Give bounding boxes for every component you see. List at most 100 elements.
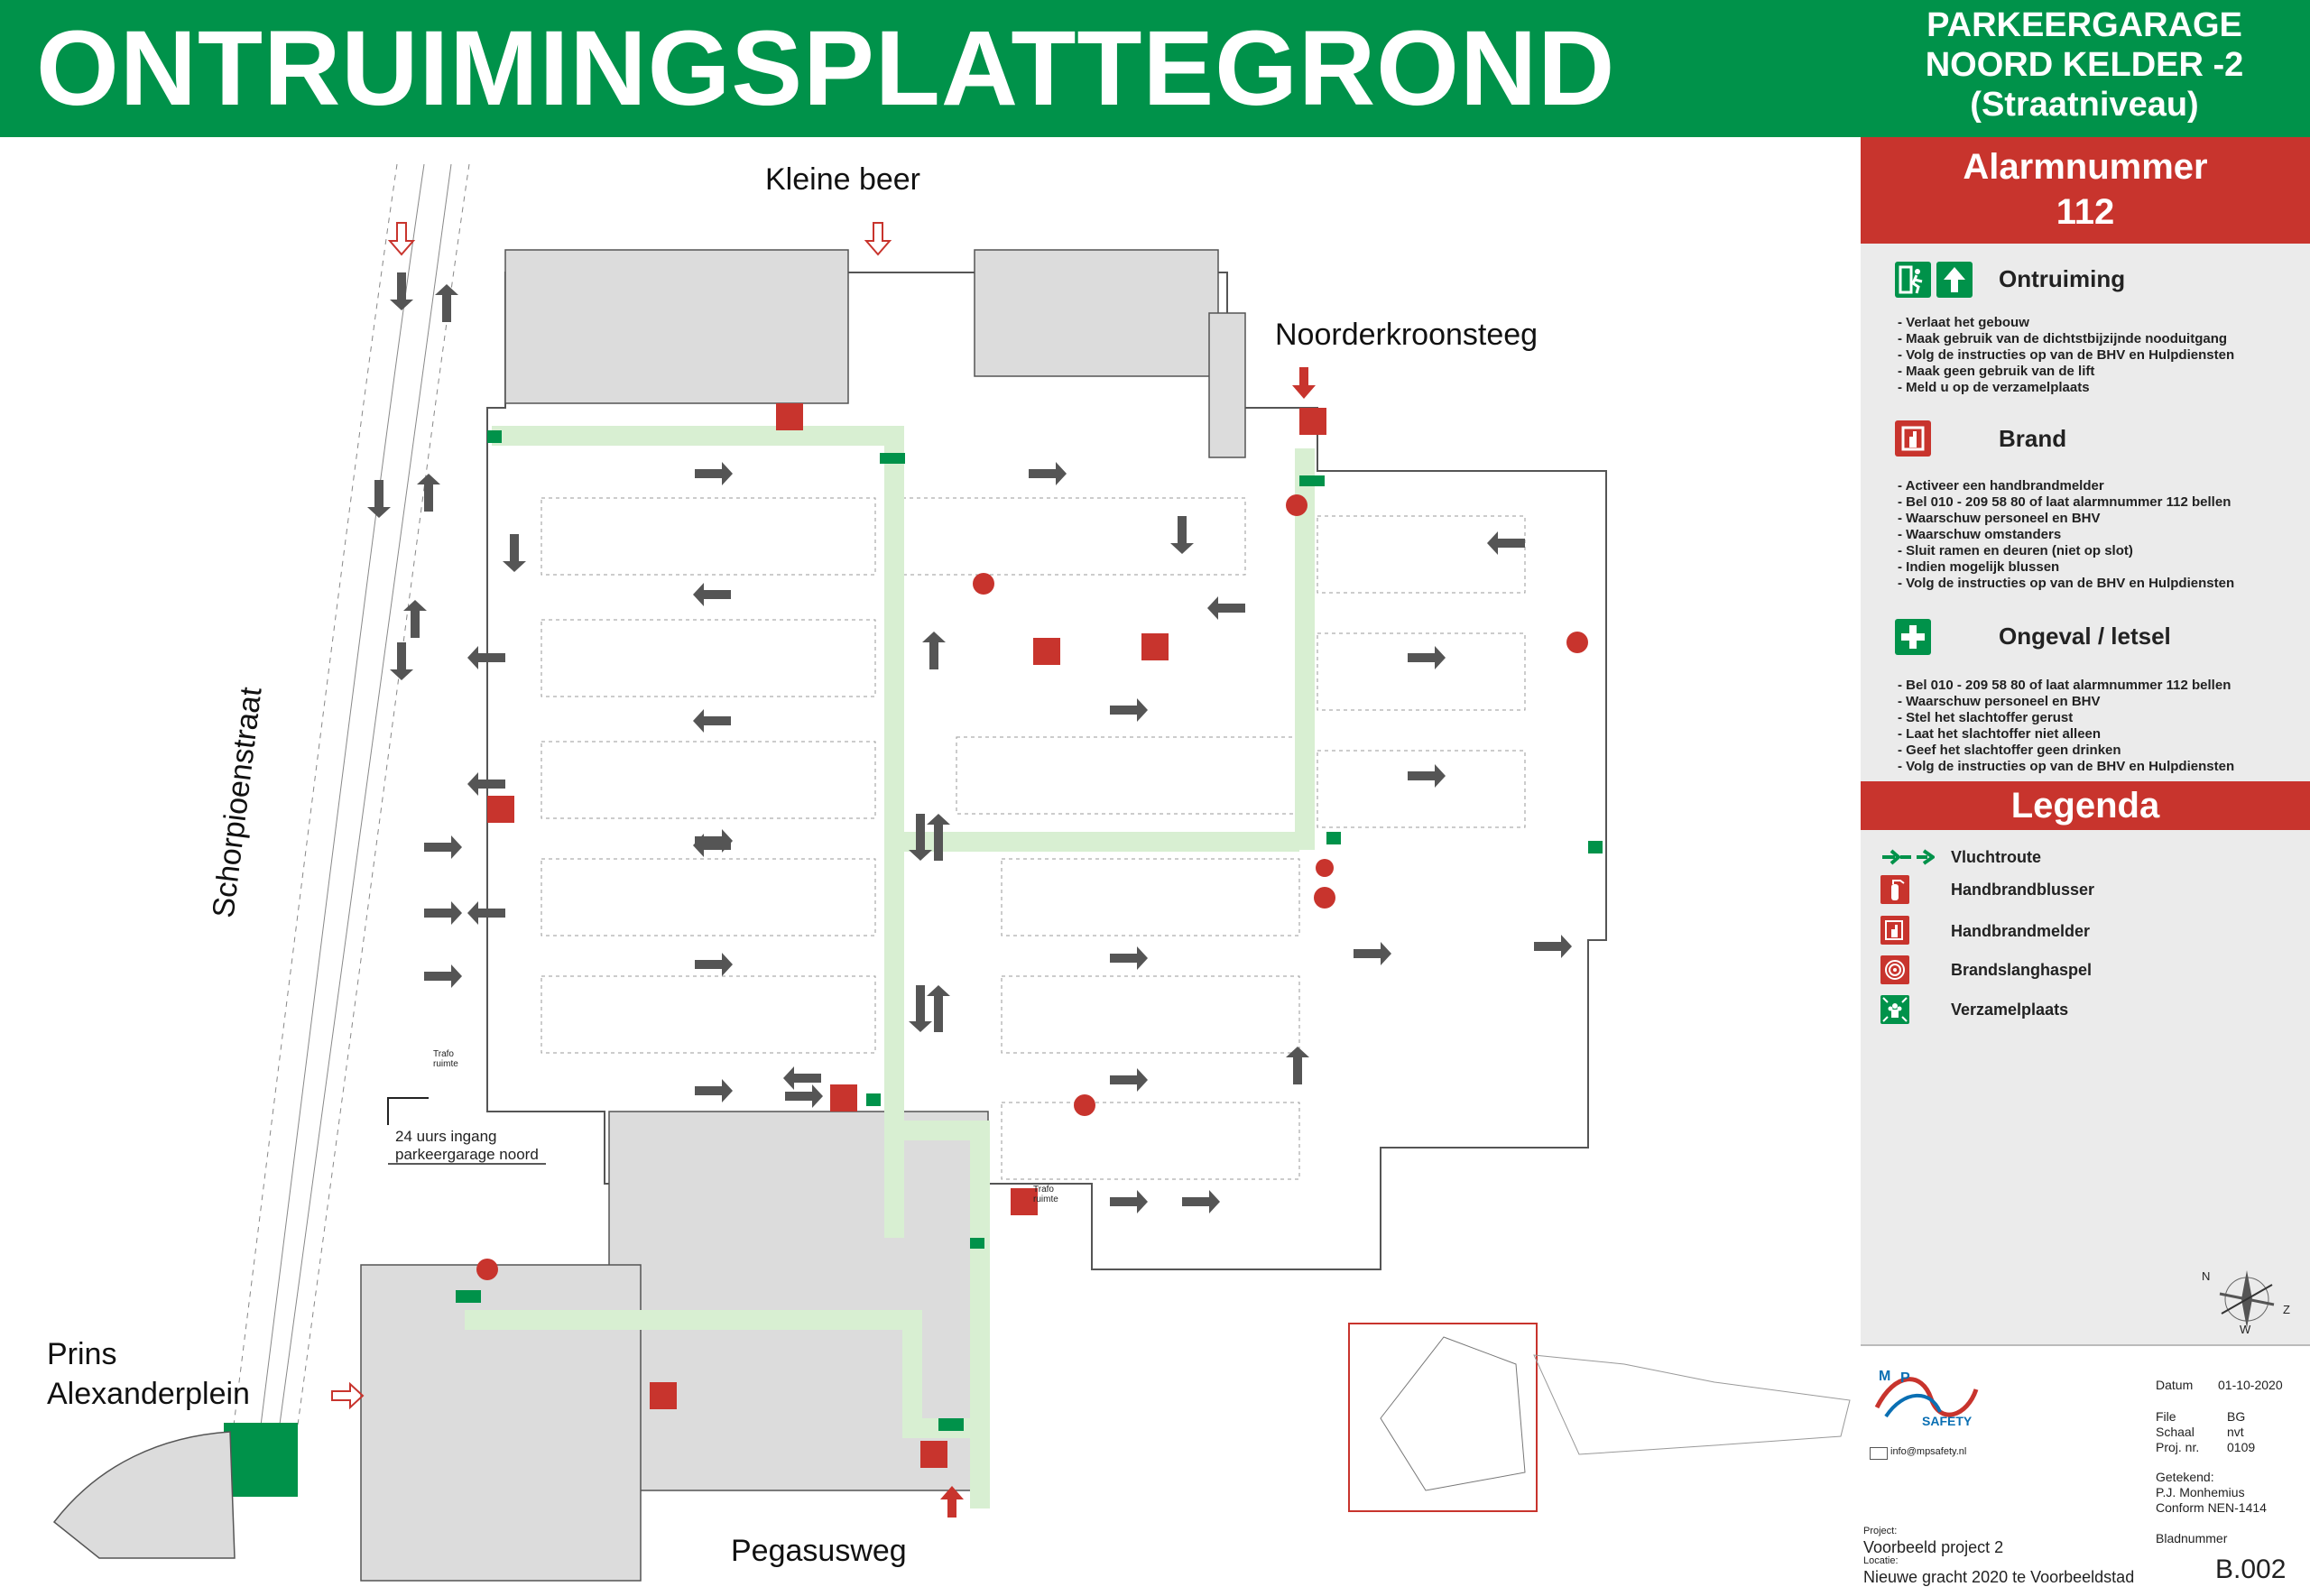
header-bar: ONTRUIMINGSPLATTEGROND PARKEERGARAGE NOO… <box>0 0 2310 137</box>
section-list-brand: - Activeer een handbrandmelder - Bel 010… <box>1898 478 2234 592</box>
overview-outline <box>1380 1336 1526 1491</box>
list-item: - Waarschuw personeel en BHV <box>1898 694 2101 709</box>
escape-route-icon <box>1880 848 1936 871</box>
list-item: - Volg de instructies op van de BHV en H… <box>1898 759 2235 774</box>
trafo-label-east: Trafo ruimte <box>1033 1185 1058 1204</box>
list-item: - Bel 010 - 209 58 80 of laat alarmnumme… <box>1898 678 2231 693</box>
section-title-ontruiming: Ontruiming <box>1999 265 2126 292</box>
file-label: File <box>2156 1409 2176 1424</box>
fire-alarm-icon <box>1895 420 1931 457</box>
section-list-ongeval: - Bel 010 - 209 58 80 of laat alarmnumme… <box>1898 678 2234 775</box>
overview-inset <box>1348 1323 1538 1512</box>
fire-hose-reel-icon <box>1880 955 1909 984</box>
legend-label-verzamelplaats: Verzamelplaats <box>1951 1001 2069 1019</box>
entrance-label-line1: 24 uurs ingang <box>395 1128 497 1145</box>
compass-n: N <box>2202 1269 2211 1283</box>
legend-label-handbrandmelder: Handbrandmelder <box>1951 922 2091 940</box>
street-kleine-beer: Kleine beer <box>765 162 921 197</box>
list-item: - Maak geen gebruik van de lift <box>1898 364 2095 379</box>
datum-value: 01-10-2020 <box>2218 1378 2283 1392</box>
list-item: - Verlaat het gebouw <box>1898 315 2029 330</box>
list-item: - Geef het slachtoffer geen drinken <box>1898 743 2121 758</box>
list-item: - Laat het slachtoffer niet alleen <box>1898 726 2102 742</box>
blad-label: Bladnummer <box>2156 1531 2228 1545</box>
list-item: - Maak gebruik van de dichtstbijzijnde n… <box>1898 331 2228 346</box>
title-block <box>1861 1344 2310 1596</box>
street-pegasusweg: Pegasusweg <box>731 1534 907 1568</box>
entrance-pointer <box>387 1097 429 1125</box>
plaza-shape <box>52 1431 236 1559</box>
building-block-north-east <box>974 249 1219 377</box>
proj-label: Proj. nr. <box>2156 1440 2200 1454</box>
mp-safety-logo: M P SAFETY <box>1868 1362 1994 1439</box>
getekend-name: P.J. Monhemius <box>2156 1485 2245 1499</box>
section-title-ongeval: Ongeval / letsel <box>1999 623 2171 650</box>
compass-icon <box>2202 1254 2292 1349</box>
list-item: - Bel 010 - 209 58 80 of laat alarmnumme… <box>1898 494 2231 510</box>
getekend-label: Getekend: <box>2156 1470 2214 1484</box>
list-item: - Waarschuw personeel en BHV <box>1898 511 2101 526</box>
first-aid-icon <box>1895 619 1931 655</box>
schaal-label: Schaal <box>2156 1425 2194 1439</box>
emergency-exit-icon <box>1895 262 1931 298</box>
section-list-ontruiming: - Verlaat het gebouw - Maak gebruik van … <box>1898 315 2234 396</box>
blad-value: B.002 <box>2215 1554 2287 1584</box>
assembly-point-icon <box>224 1423 298 1497</box>
traffic-arrows <box>367 272 1572 1213</box>
locatie-value: Nieuwe gracht 2020 te Voorbeeldstad <box>1863 1568 2135 1586</box>
mail-icon <box>1870 1447 1888 1460</box>
arrow-up-icon <box>1936 262 1973 298</box>
street-prins-line2: Alexanderplein <box>47 1377 250 1411</box>
compass-z: Z <box>2283 1303 2290 1316</box>
page-title: ONTRUIMINGSPLATTEGROND <box>36 9 1616 128</box>
svg-text:SAFETY: SAFETY <box>1922 1414 1973 1428</box>
overview-outline-east <box>1533 1354 1851 1455</box>
proj-value: 0109 <box>2227 1440 2256 1454</box>
entrance-label-line2: parkeergarage noord <box>395 1146 539 1163</box>
datum-label: Datum <box>2156 1378 2194 1392</box>
file-value: BG <box>2227 1409 2246 1424</box>
email-text: info@mpsafety.nl <box>1890 1446 1967 1457</box>
legenda-title: Legenda <box>1861 781 2310 830</box>
list-item: - Waarschuw omstanders <box>1898 527 2062 542</box>
floor-plan-map <box>52 163 1851 1582</box>
street-noorderkroonsteeg: Noorderkroonsteeg <box>1275 318 1538 352</box>
building-block-east <box>1208 312 1246 458</box>
entrance-arrows-solid <box>940 367 1316 1518</box>
entrance-arrows <box>331 222 892 1410</box>
fire-alarm-icon <box>1880 916 1909 945</box>
garage-outline <box>486 272 1607 1270</box>
page-subtitle: PARKEERGARAGE NOORD KELDER -2 (Straatniv… <box>1859 5 2310 125</box>
list-item: - Indien mogelijk blussen <box>1898 559 2060 575</box>
subtitle-line-2: NOORD KELDER -2 <box>1925 46 2244 84</box>
compass-w: W <box>2240 1323 2251 1336</box>
legend-label-vluchtroute: Vluchtroute <box>1951 848 2042 866</box>
svg-text:P: P <box>1900 1370 1910 1386</box>
alarm-number: 112 <box>2056 192 2115 232</box>
list-item: - Meld u op de verzamelplaats <box>1898 380 2090 395</box>
fire-equipment-markers <box>476 403 1588 1468</box>
alarm-panel: Alarmnummer 112 <box>1861 137 2310 244</box>
assembly-point-icon <box>1880 995 1909 1024</box>
list-item: - Sluit ramen en deuren (niet op slot) <box>1898 543 2133 558</box>
street-prins-line1: Prins <box>47 1337 117 1371</box>
legend-label-brandslanghaspel: Brandslanghaspel <box>1951 961 2093 979</box>
alarm-label: Alarmnummer <box>1963 147 2208 187</box>
svg-text:M: M <box>1879 1369 1890 1384</box>
parking-rows <box>541 497 1526 1180</box>
subtitle-line-3: (Straatniveau) <box>1970 86 2199 124</box>
subtitle-line-1: PARKEERGARAGE <box>1927 6 2242 44</box>
building-block-north-west <box>504 249 849 404</box>
schaal-value: nvt <box>2227 1425 2244 1439</box>
legend-label-handbrandblusser: Handbrandblusser <box>1951 881 2095 899</box>
project-value: Voorbeeld project 2 <box>1863 1538 2004 1556</box>
emergency-exit-markers <box>456 430 1603 1431</box>
escape-route <box>465 426 1315 1508</box>
conform-text: Conform NEN-1414 <box>2156 1500 2267 1515</box>
project-label: Project: <box>1863 1526 1898 1536</box>
list-item: - Volg de instructies op van de BHV en H… <box>1898 576 2235 591</box>
list-item: - Activeer een handbrandmelder <box>1898 478 2104 494</box>
fire-extinguisher-icon <box>1880 875 1909 904</box>
list-item: - Stel het slachtoffer gerust <box>1898 710 2074 725</box>
trafo-label-west: Trafo ruimte <box>433 1049 458 1069</box>
